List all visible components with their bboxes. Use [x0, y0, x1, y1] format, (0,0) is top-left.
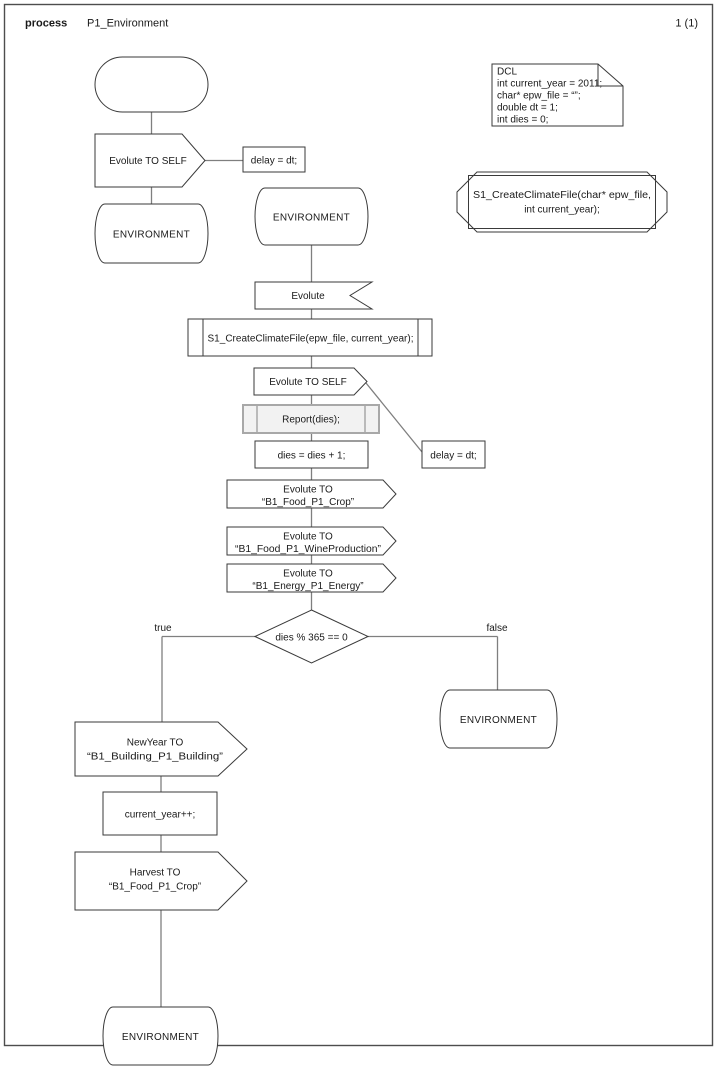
output-line1: Harvest TO — [130, 868, 181, 879]
dcl-line: double dt = 1; — [497, 103, 558, 114]
output-line2: “B1_Energy_P1_Energy” — [252, 581, 363, 592]
dcl-line: int dies = 0; — [497, 115, 548, 126]
task-dies-increment[interactable]: dies = dies + 1; — [254, 440, 369, 469]
dcl-line: DCL — [497, 67, 517, 78]
output-harvest-crop[interactable]: Harvest TO “B1_Food_P1_Crop” — [74, 851, 248, 911]
procedure-declaration-line1: S1_CreateClimateFile(char* epw_file, — [473, 190, 651, 201]
procedure-declaration-symbol[interactable]: S1_CreateClimateFile(char* epw_file, int… — [456, 171, 668, 233]
output-evolute-to-self-2[interactable]: Evolute TO SELF — [253, 367, 368, 396]
header-process-name: P1_Environment — [87, 18, 168, 30]
output-line1: Evolute TO — [283, 532, 333, 543]
dcl-line: int current_year = 2011; — [497, 79, 602, 90]
start-symbol[interactable] — [94, 56, 209, 113]
branch-label-false: false — [486, 623, 508, 634]
output-evolute-wine-production[interactable]: Evolute TO “B1_Food_P1_WineProduction” — [226, 526, 397, 556]
state-environment-1[interactable]: ENVIRONMENT — [94, 203, 209, 264]
task-label: dies = dies + 1; — [278, 451, 346, 462]
state-label: ENVIRONMENT — [113, 230, 190, 241]
decision-label: dies % 365 == 0 — [275, 633, 348, 644]
procedure-call-create-climate[interactable]: S1_CreateClimateFile(epw_file, current_y… — [187, 318, 433, 357]
output-newyear-building[interactable]: NewYear TO “B1_Building_P1_Building” — [74, 721, 248, 777]
output-line2: “B1_Food_P1_WineProduction” — [235, 544, 381, 555]
output-label: Evolute TO SELF — [109, 156, 186, 167]
delay-label: delay = dt; — [430, 451, 476, 462]
state-label: ENVIRONMENT — [273, 213, 350, 224]
output-line2: “B1_Building_P1_Building” — [87, 752, 223, 763]
output-line1: Evolute TO — [283, 569, 333, 580]
delay-comment-1[interactable]: delay = dt; — [242, 146, 306, 173]
dcl-declaration-note[interactable]: DCL int current_year = 2011; char* epw_f… — [491, 63, 624, 127]
output-line1: Evolute TO — [283, 485, 333, 496]
state-label: ENVIRONMENT — [460, 715, 537, 726]
output-evolute-energy[interactable]: Evolute TO “B1_Energy_P1_Energy” — [226, 563, 397, 593]
delay-comment-2[interactable]: delay = dt; — [421, 440, 486, 469]
procedure-declaration-line2: int current_year); — [524, 205, 600, 216]
state-environment-2[interactable]: ENVIRONMENT — [254, 187, 369, 246]
page-frame — [3, 3, 714, 1047]
state-environment-false[interactable]: ENVIRONMENT — [439, 689, 558, 749]
header-page-number: 1 (1) — [675, 18, 698, 30]
input-label: Evolute — [291, 291, 325, 302]
dcl-line: char* epw_file = “”; — [497, 91, 581, 102]
connectors — [150, 112, 499, 1007]
input-evolute[interactable]: Evolute — [254, 281, 374, 310]
output-line2: “B1_Food_P1_Crop” — [109, 882, 201, 893]
procedure-call-label: Report(dies); — [282, 415, 340, 426]
branch-label-true: true — [154, 623, 172, 634]
state-label: ENVIRONMENT — [122, 1032, 199, 1043]
output-label: Evolute TO SELF — [269, 377, 346, 388]
delay-label: delay = dt; — [251, 156, 297, 167]
procedure-call-label: S1_CreateClimateFile(epw_file, current_y… — [208, 334, 414, 345]
task-year-increment[interactable]: current_year++; — [102, 791, 218, 836]
connector — [365, 382, 423, 453]
output-evolute-crop[interactable]: Evolute TO “B1_Food_P1_Crop” — [226, 479, 397, 509]
header-kind-label: process — [25, 18, 67, 30]
output-line1: NewYear TO — [127, 738, 184, 749]
output-line2: “B1_Food_P1_Crop” — [262, 497, 354, 508]
decision-dies-mod-365[interactable]: dies % 365 == 0 — [253, 609, 370, 664]
task-label: current_year++; — [125, 810, 196, 821]
procedure-call-report[interactable]: Report(dies); — [242, 404, 380, 434]
state-environment-bottom[interactable]: ENVIRONMENT — [102, 1006, 219, 1066]
output-evolute-to-self-1[interactable]: Evolute TO SELF — [94, 133, 206, 188]
